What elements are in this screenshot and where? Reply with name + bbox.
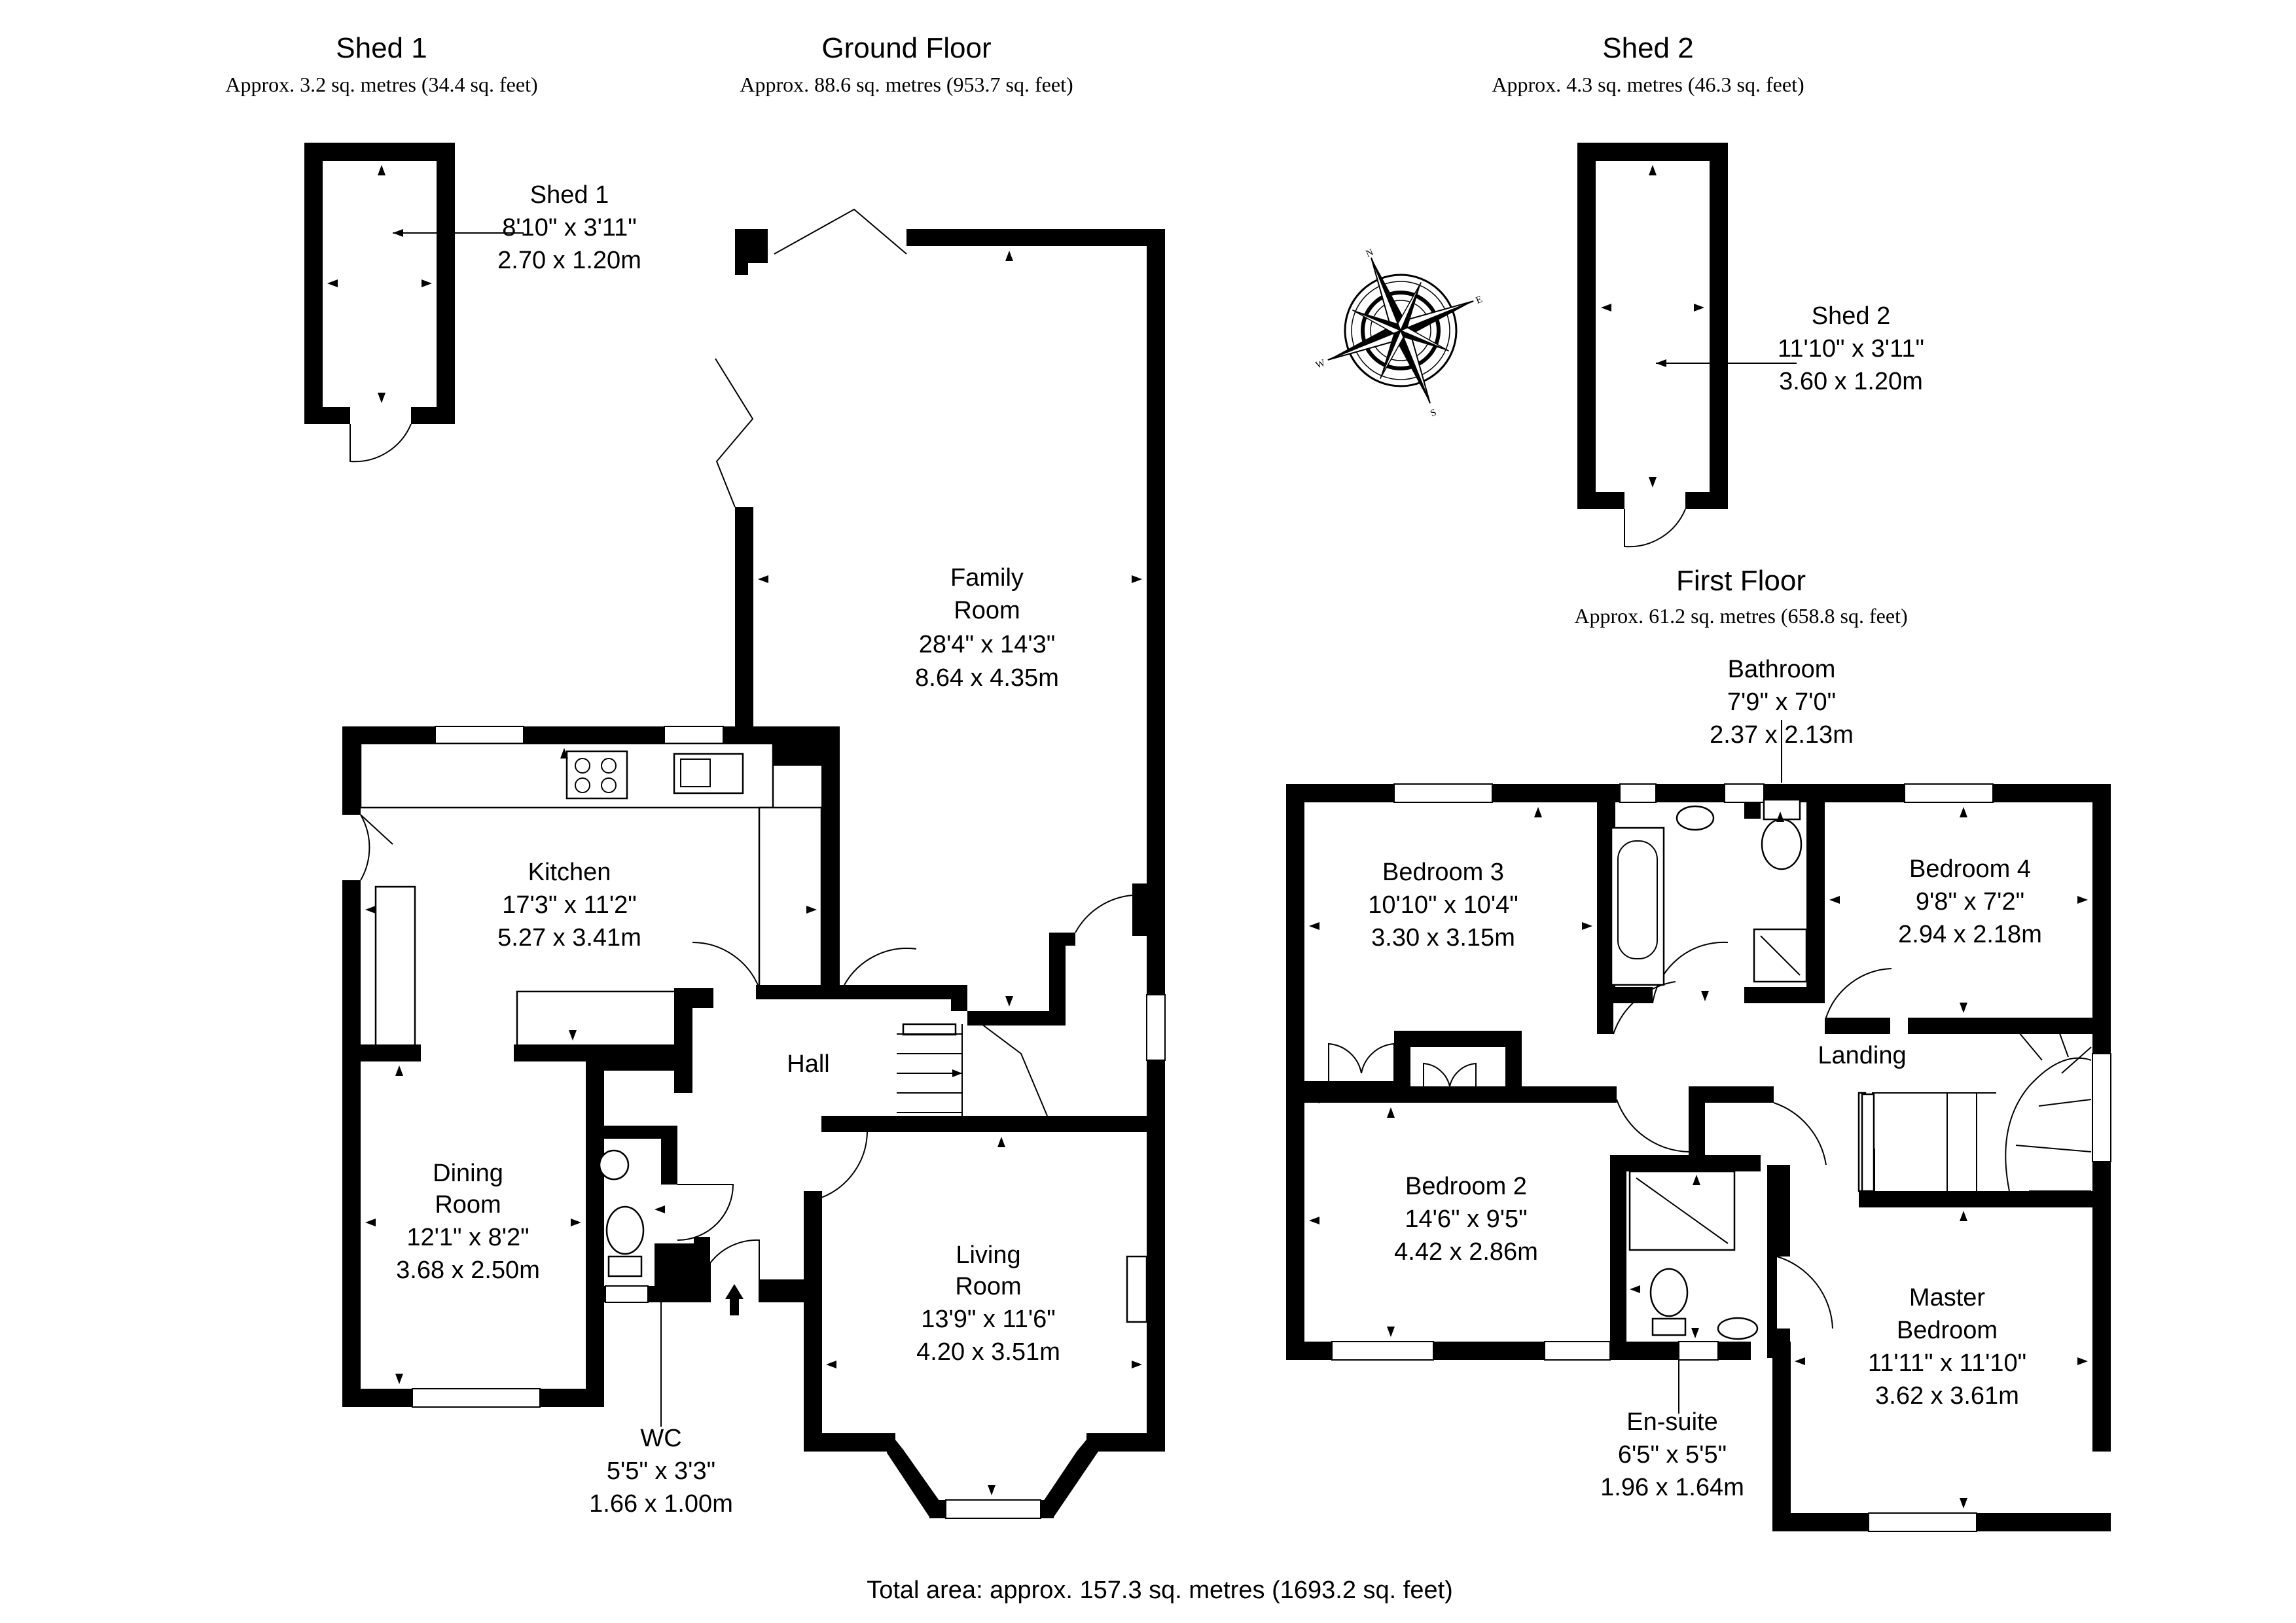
room-name: Bedroom 2 — [1405, 1173, 1527, 1200]
room-name: Kitchen — [528, 859, 611, 886]
ground-floor-header: Ground Floor Approx. 88.6 sq. metres (95… — [740, 32, 1073, 96]
room-label-wc: WC 5'5" x 3'3" 1.66 x 1.00m — [589, 1425, 733, 1518]
room-metric: 4.20 x 3.51m — [916, 1338, 1060, 1366]
room-imperial: 14'6" x 9'5" — [1405, 1205, 1527, 1233]
first-floor-header: First Floor Approx. 61.2 sq. metres (658… — [1574, 565, 1907, 628]
shed2-plan — [1577, 143, 1797, 548]
room-name-2: Room — [435, 1191, 501, 1219]
room-metric: 2.70 x 1.20m — [497, 247, 641, 274]
room-label-bedroom3: Bedroom 3 10'10" x 10'4" 3.30 x 3.15m — [1368, 859, 1518, 952]
room-label-shed1: Shed 1 8'10" x 3'11" 2.70 x 1.20m — [497, 181, 641, 274]
compass-e: E — [1475, 294, 1484, 306]
room-label-hall: Hall — [787, 1050, 829, 1078]
room-imperial: 28'4" x 14'3" — [919, 631, 1055, 658]
room-label-ensuite: En-suite 6'5" x 5'5" 1.96 x 1.64m — [1600, 1408, 1744, 1501]
shed1-area: Approx. 3.2 sq. metres (34.4 sq. feet) — [225, 73, 537, 96]
room-imperial: 10'10" x 10'4" — [1368, 891, 1518, 919]
room-imperial: 7'9" x 7'0" — [1727, 688, 1836, 716]
ground-floor-area: Approx. 88.6 sq. metres (953.7 sq. feet) — [740, 73, 1073, 96]
compass-n: N — [1365, 247, 1375, 260]
room-name: Dining — [433, 1160, 503, 1187]
total-area: Total area: approx. 157.3 sq. metres (16… — [867, 1577, 1453, 1604]
room-metric: 2.37 x 2.13m — [1710, 721, 1854, 749]
compass-rose-icon: N E S W — [1314, 247, 1484, 419]
room-imperial: 12'1" x 8'2" — [406, 1224, 529, 1251]
shed1-header: Shed 1 Approx. 3.2 sq. metres (34.4 sq. … — [225, 32, 537, 96]
shed2-title: Shed 2 — [1602, 32, 1693, 64]
room-metric: 1.66 x 1.00m — [589, 1490, 733, 1518]
room-name: Living — [956, 1241, 1020, 1269]
room-name: Shed 1 — [530, 181, 609, 209]
first-floor-title: First Floor — [1676, 565, 1806, 597]
ground-floor-plan — [342, 208, 1166, 1519]
room-label-bathroom: Bathroom 7'9" x 7'0" 2.37 x 2.13m — [1710, 656, 1854, 749]
room-label-family: Family Room 28'4" x 14'3" 8.64 x 4.35m — [915, 564, 1059, 692]
room-label-kitchen: Kitchen 17'3" x 11'2" 5.27 x 3.41m — [497, 859, 641, 952]
first-floor-plan — [1286, 783, 2111, 1532]
room-name: Bathroom — [1728, 656, 1836, 683]
room-label-master: Master Bedroom 11'11" x 11'10" 3.62 x 3.… — [1868, 1284, 2026, 1410]
room-name: Shed 2 — [1812, 302, 1890, 330]
room-imperial: 13'9" x 11'6" — [921, 1306, 1056, 1333]
ground-floor-title: Ground Floor — [821, 32, 991, 64]
room-name: En-suite — [1626, 1408, 1717, 1436]
room-name: Master — [1909, 1284, 1985, 1311]
shed2-area: Approx. 4.3 sq. metres (46.3 sq. feet) — [1492, 73, 1804, 96]
room-label-bedroom2: Bedroom 2 14'6" x 9'5" 4.42 x 2.86m — [1394, 1173, 1538, 1266]
ground-floor-dimension-arrows — [365, 251, 1142, 1495]
room-metric: 3.30 x 3.15m — [1371, 924, 1515, 952]
room-imperial: 6'5" x 5'5" — [1618, 1441, 1727, 1469]
shed2-header: Shed 2 Approx. 4.3 sq. metres (46.3 sq. … — [1492, 32, 1804, 96]
room-name: Bedroom 3 — [1382, 859, 1504, 886]
room-name-2: Room — [955, 1273, 1021, 1300]
room-label-bedroom4: Bedroom 4 9'8" x 7'2" 2.94 x 2.18m — [1898, 855, 2042, 948]
room-imperial: 5'5" x 3'3" — [607, 1457, 715, 1485]
room-metric: 2.94 x 2.18m — [1898, 921, 2042, 948]
room-name: Family — [950, 564, 1024, 592]
shed1-title: Shed 1 — [336, 32, 427, 64]
first-floor-area: Approx. 61.2 sq. metres (658.8 sq. feet) — [1574, 604, 1907, 628]
room-name: WC — [640, 1425, 681, 1452]
room-label-dining: Dining Room 12'1" x 8'2" 3.68 x 2.50m — [396, 1160, 540, 1284]
room-name: Landing — [1818, 1042, 1906, 1069]
room-name: Bedroom 4 — [1909, 855, 2031, 883]
room-imperial: 11'11" x 11'10" — [1868, 1349, 2026, 1377]
room-metric: 3.68 x 2.50m — [396, 1257, 540, 1284]
first-floor-dimension-arrows — [1309, 807, 2088, 1508]
room-imperial: 8'10" x 3'11" — [502, 214, 637, 241]
room-metric: 4.42 x 2.86m — [1394, 1238, 1538, 1266]
room-metric: 3.62 x 3.61m — [1875, 1382, 2019, 1410]
room-label-living: Living Room 13'9" x 11'6" 4.20 x 3.51m — [916, 1241, 1060, 1366]
room-imperial: 11'10" x 3'11" — [1778, 335, 1924, 363]
room-name-2: Bedroom — [1897, 1317, 1998, 1344]
room-metric: 5.27 x 3.41m — [497, 924, 641, 952]
room-metric: 1.96 x 1.64m — [1600, 1474, 1744, 1501]
room-metric: 3.60 x 1.20m — [1779, 368, 1923, 395]
compass-s: S — [1429, 407, 1438, 419]
compass-w: W — [1314, 357, 1327, 370]
room-imperial: 17'3" x 11'2" — [502, 891, 637, 919]
room-name-2: Room — [954, 597, 1020, 624]
room-label-shed2: Shed 2 11'10" x 3'11" 3.60 x 1.20m — [1778, 302, 1924, 395]
shed1-plan — [304, 143, 524, 463]
room-label-landing: Landing — [1818, 1042, 1906, 1069]
room-name: Hall — [787, 1050, 829, 1078]
room-metric: 8.64 x 4.35m — [915, 664, 1059, 692]
room-imperial: 9'8" x 7'2" — [1916, 888, 2024, 916]
